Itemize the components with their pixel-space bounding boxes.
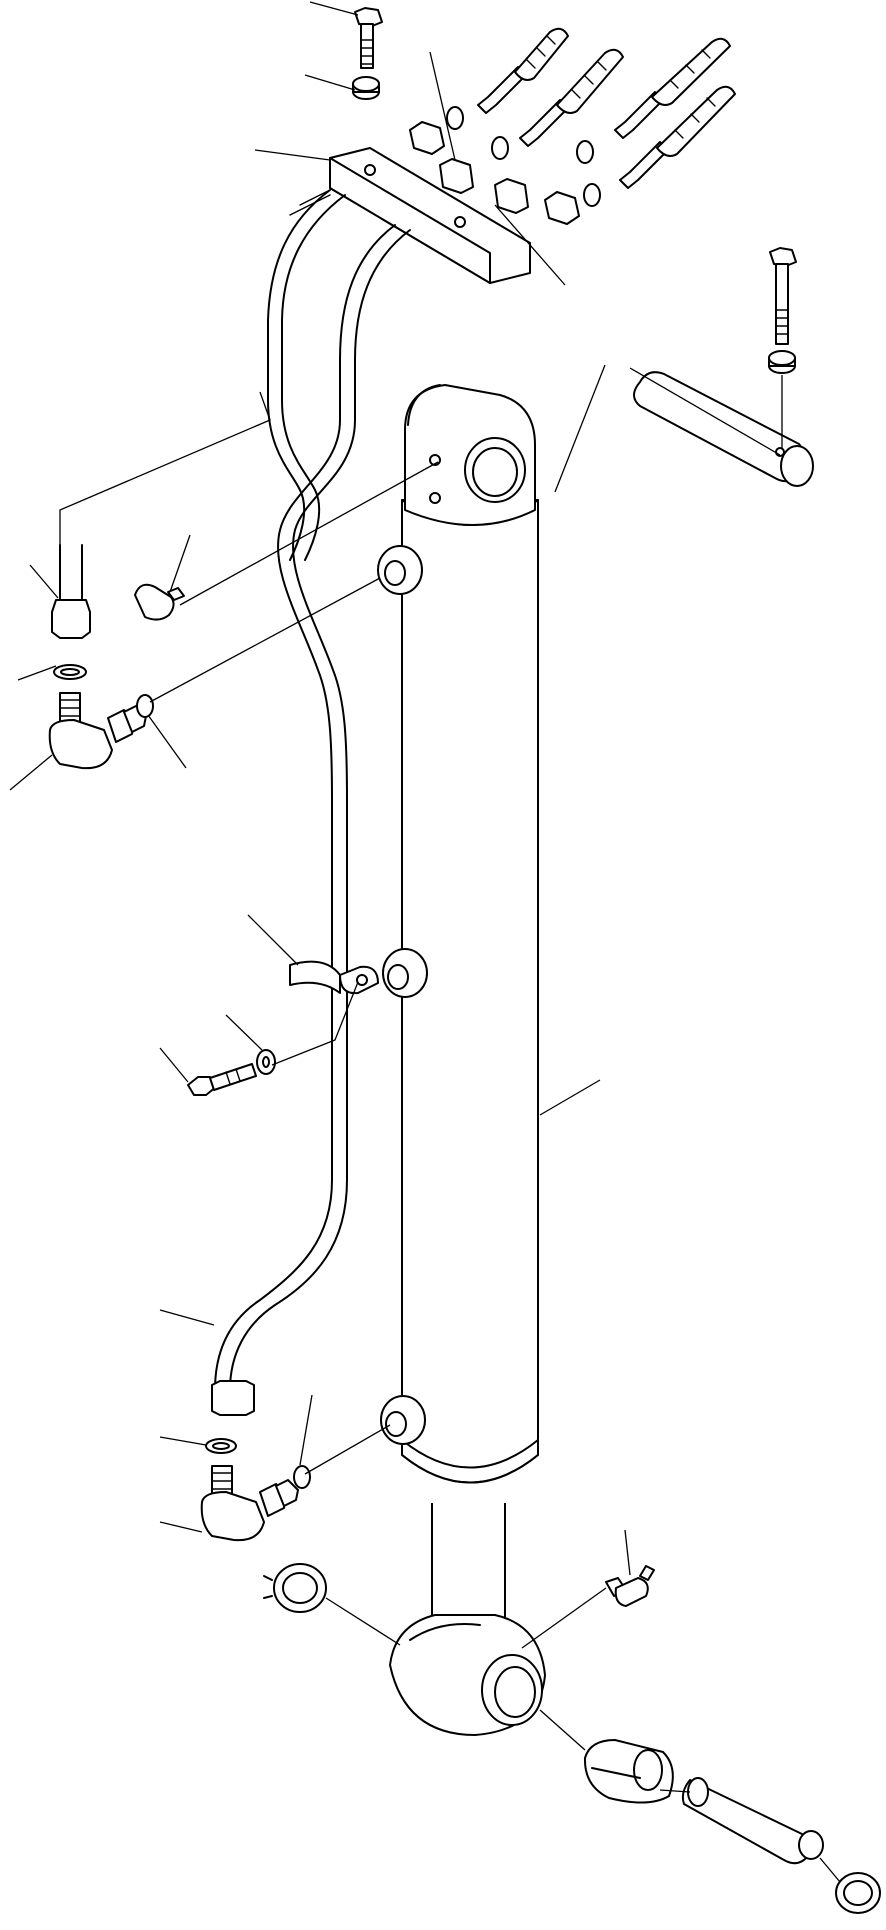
- leader-lines: [9, 1, 841, 1883]
- pin-lower: [681, 1777, 824, 1865]
- hose-fitting-1: [477, 27, 569, 114]
- cylinder-port-middle: [382, 948, 428, 998]
- tube-clamp: [289, 960, 379, 995]
- o-ring-upper-right: [136, 694, 154, 718]
- steel-tube-line-rod-side: [267, 189, 346, 561]
- adapter-fittings-top: [439, 158, 529, 214]
- elbow-fitting-upper: [48, 692, 147, 770]
- grease-nipple-upper: [134, 583, 185, 621]
- manifold-block: [289, 147, 531, 284]
- pin-upper: [633, 371, 814, 487]
- pin-retaining-bolt: [768, 247, 797, 374]
- cylinder-port-upper: [377, 545, 423, 595]
- bushing: [583, 1739, 674, 1804]
- rod-eye: [389, 1614, 546, 1736]
- washer-top: [352, 76, 380, 100]
- cylinder-head-eye: [404, 384, 536, 526]
- piston-rod: [431, 1503, 506, 1621]
- o-ring-lower-left: [205, 1438, 237, 1454]
- mounting-bolt-top: [354, 7, 383, 69]
- clamp-washer: [256, 1049, 276, 1075]
- o-rings-top: [446, 106, 601, 207]
- grease-nipple-lower: [605, 1565, 655, 1607]
- hose-fitting-4: [619, 85, 736, 189]
- hose-fittings-top: [409, 27, 736, 225]
- o-ring-upper-left: [53, 664, 87, 680]
- hose-end-upper: [51, 544, 91, 639]
- cylinder-barrel: [401, 499, 539, 1484]
- clamp-bolt: [187, 1063, 257, 1096]
- hose-fitting-3: [614, 37, 731, 139]
- elbow-fitting-lower: [200, 1465, 299, 1542]
- cylinder-port-lower: [380, 1395, 426, 1445]
- snap-ring-left: [263, 1563, 327, 1613]
- steel-tube-line-long: [211, 224, 411, 1416]
- o-ring-lower-right: [293, 1465, 311, 1489]
- union-nuts-top: [409, 121, 580, 225]
- hose-fitting-2: [519, 48, 624, 147]
- snap-ring-right: [835, 1872, 881, 1914]
